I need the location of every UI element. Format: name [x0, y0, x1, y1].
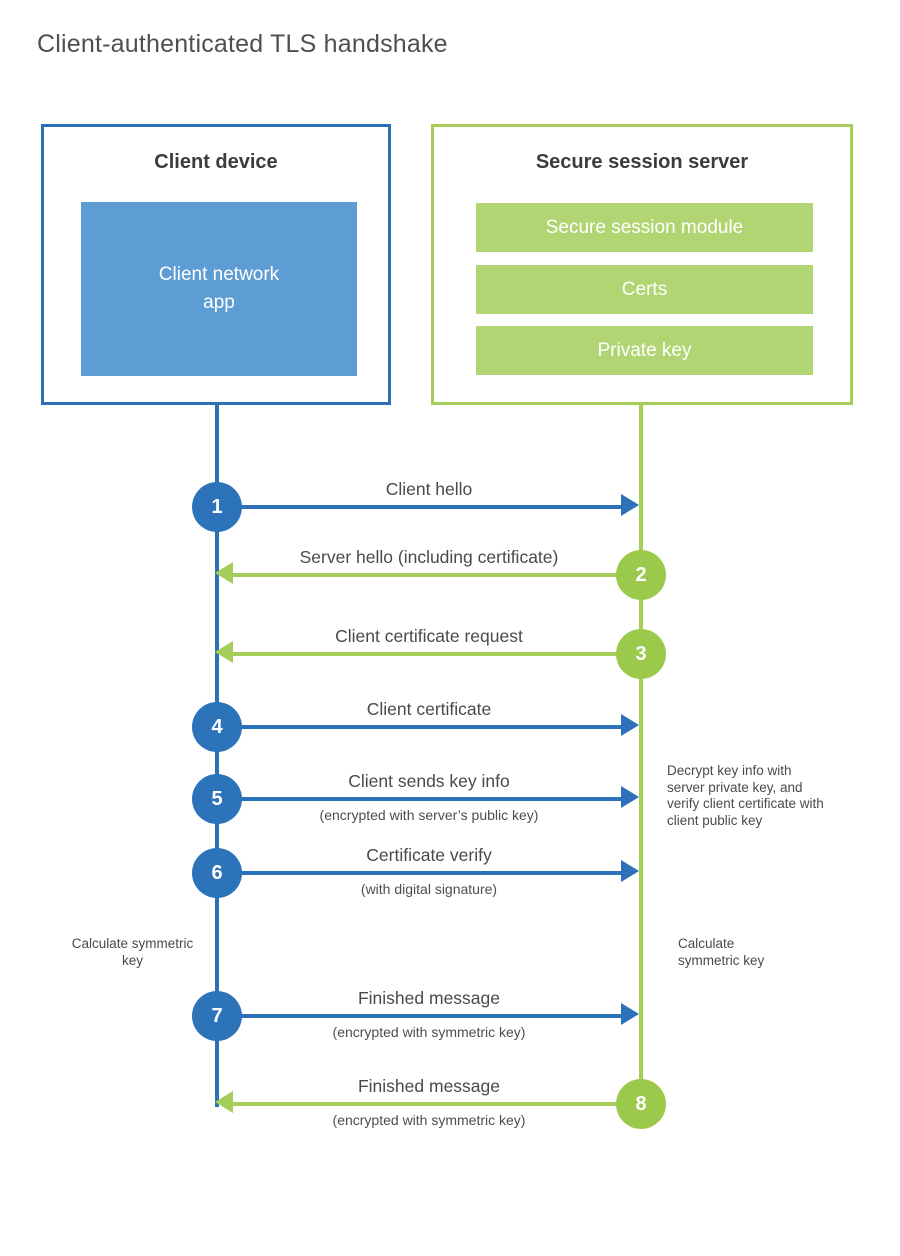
- message-row-5: 5 Client sends key info (encrypted with …: [0, 771, 900, 824]
- client-network-app-box: Client network app: [81, 202, 357, 376]
- step-badge: 2: [616, 550, 666, 600]
- server-module-certs: Certs: [476, 265, 813, 314]
- message-row-8: 8 Finished message (encrypted with symme…: [0, 1076, 900, 1129]
- arrow-line: [217, 871, 623, 875]
- client-lifeline: [215, 403, 219, 1107]
- arrow-right-icon: [621, 1003, 639, 1025]
- message-row-4: 4 Client certificate: [0, 699, 900, 752]
- arrow-line: [217, 797, 623, 801]
- message-label: Client certificate: [366, 699, 492, 719]
- message-label: Server hello (including certificate): [299, 547, 559, 567]
- secure-session-server-title: Secure session server: [535, 151, 749, 173]
- message-sublabel: (encrypted with symmetric key): [332, 1112, 526, 1128]
- message-sublabel: (with digital signature): [360, 881, 498, 897]
- step-badge: 8: [616, 1079, 666, 1129]
- step-badge: 3: [616, 629, 666, 679]
- arrow-line: [233, 573, 641, 577]
- note-decrypt-key-info: Decrypt key info with server private key…: [667, 763, 824, 828]
- message-label: Client hello: [385, 479, 473, 499]
- arrow-right-icon: [621, 714, 639, 736]
- message-label: Finished message: [357, 1076, 501, 1096]
- arrow-right-icon: [621, 860, 639, 882]
- arrow-line: [217, 725, 623, 729]
- step-badge: 7: [192, 991, 242, 1041]
- server-module-private-key: Private key: [476, 326, 813, 375]
- step-badge: 1: [192, 482, 242, 532]
- message-row-1: 1 Client hello: [0, 479, 900, 532]
- message-sublabel: (encrypted with symmetric key): [332, 1024, 526, 1040]
- page-title: Client-authenticated TLS handshake: [37, 30, 448, 58]
- note-calculate-symmetric-key-client: Calculate symmetric key: [71, 936, 194, 968]
- client-device-box: Client device Client network app: [41, 124, 391, 405]
- arrow-left-icon: [215, 1091, 233, 1113]
- server-module-secure-session: Secure session module: [476, 203, 813, 252]
- arrow-right-icon: [621, 786, 639, 808]
- message-row-7: 7 Finished message (encrypted with symme…: [0, 988, 900, 1041]
- server-lifeline: [639, 403, 643, 1106]
- step-badge: 4: [192, 702, 242, 752]
- message-sublabel: (encrypted with server’s public key): [319, 807, 539, 823]
- message-row-2: 2 Server hello (including certificate): [0, 547, 900, 600]
- message-label: Client certificate request: [335, 626, 523, 646]
- step-badge: 6: [192, 848, 242, 898]
- client-device-title: Client device: [154, 151, 278, 173]
- arrow-left-icon: [215, 562, 233, 584]
- arrow-line: [233, 652, 641, 656]
- arrow-line: [217, 505, 623, 509]
- arrow-right-icon: [621, 494, 639, 516]
- message-row-3: 3 Client certificate request: [0, 626, 900, 679]
- arrow-line: [233, 1102, 641, 1106]
- message-row-6: 6 Certificate verify (with digital signa…: [0, 845, 900, 898]
- message-label: Client sends key info: [348, 771, 510, 791]
- note-calculate-symmetric-key-server: Calculate symmetric key: [678, 936, 765, 968]
- message-label: Certificate verify: [366, 845, 492, 865]
- message-label: Finished message: [357, 988, 501, 1008]
- arrow-line: [217, 1014, 623, 1018]
- arrow-left-icon: [215, 641, 233, 663]
- step-badge: 5: [192, 774, 242, 824]
- secure-session-server-box: Secure session server Secure session mod…: [431, 124, 853, 405]
